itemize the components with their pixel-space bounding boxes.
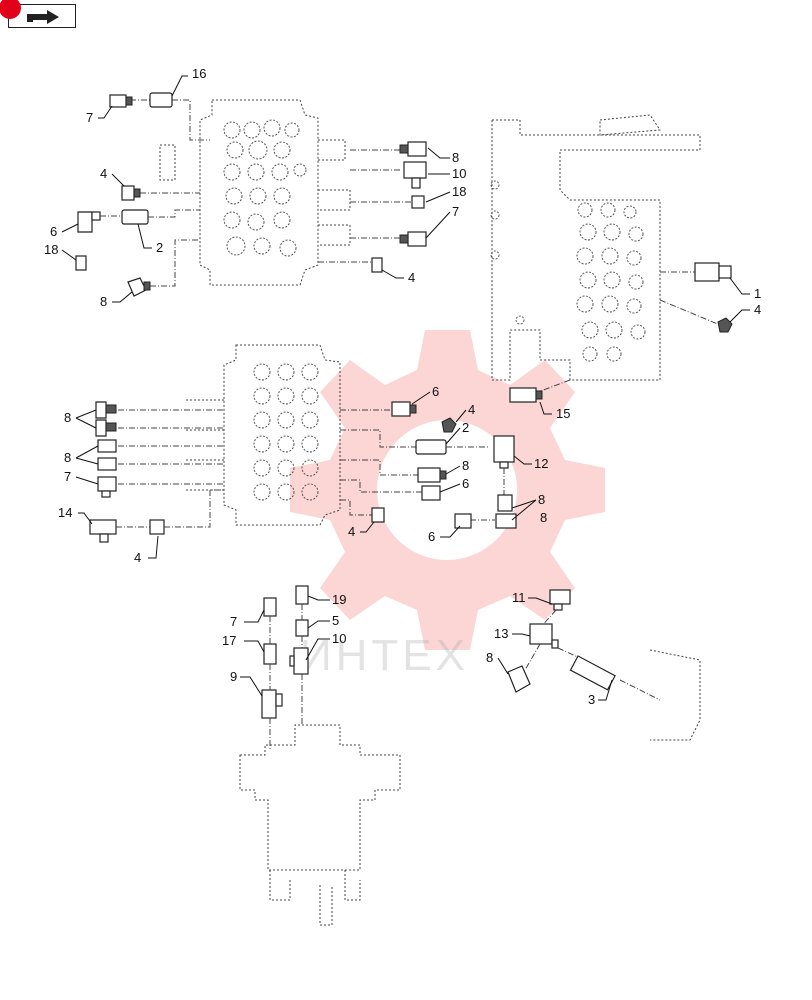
part-4-b (371, 257, 383, 273)
part-3 (569, 655, 616, 691)
part-8-c (95, 401, 117, 419)
part-7-b (399, 231, 427, 247)
callout-6: 6 (428, 529, 435, 544)
part-18-a (75, 255, 87, 271)
part-4-f (371, 507, 385, 523)
callout-18: 18 (44, 242, 58, 257)
callout-19: 19 (332, 592, 346, 607)
bottom-right-assembly (507, 589, 701, 741)
part-7-d (263, 597, 277, 617)
part-19 (295, 585, 309, 605)
callout-11: 11 (512, 590, 526, 605)
leader-lines (61, 75, 750, 701)
callout-8: 8 (64, 450, 71, 465)
callout-7: 7 (64, 469, 71, 484)
part-11 (549, 589, 571, 611)
callout-6: 6 (462, 476, 469, 491)
callout-10: 10 (452, 166, 466, 181)
return-arrow-icon (27, 10, 59, 24)
part-15 (509, 387, 543, 403)
part-13 (529, 623, 559, 649)
part-4-a (121, 185, 141, 201)
callout-4: 4 (348, 524, 355, 539)
callout-17: 17 (222, 633, 236, 648)
part-8-g (417, 467, 447, 483)
part-16 (149, 92, 173, 108)
part-6-a (77, 211, 101, 233)
part-2-a (121, 209, 149, 225)
bottom-assembly (239, 585, 401, 926)
part-18-b (411, 195, 425, 209)
callout-14: 14 (58, 505, 72, 520)
callout-8: 8 (540, 510, 547, 525)
callout-18: 18 (452, 184, 466, 199)
part-6-d (454, 513, 472, 529)
callout-7: 7 (452, 204, 459, 219)
callout-12: 12 (534, 456, 548, 471)
part-8-d (95, 419, 117, 437)
callout-8: 8 (452, 150, 459, 165)
part-7-top (109, 94, 133, 108)
part-8-i (495, 513, 517, 529)
top-left-parts (75, 92, 427, 297)
middle-right-parts (340, 401, 517, 529)
part-8-a (127, 277, 151, 297)
callout-1: 1 (754, 286, 761, 301)
part-4-d (149, 519, 165, 535)
part-10-b (289, 647, 309, 675)
part-8-j (507, 665, 531, 693)
callout-4: 4 (754, 302, 761, 317)
callout-7: 7 (230, 614, 237, 629)
part-8-b (399, 141, 427, 157)
callout-labels: 16 7 8 10 4 18 7 6 2 18 8 4 1 4 15 8 6 4… (44, 66, 761, 707)
callout-4: 4 (100, 166, 107, 181)
callout-13: 13 (494, 626, 508, 641)
valve-body-right (490, 114, 733, 403)
callout-2: 2 (156, 240, 163, 255)
part-6-c (421, 485, 441, 501)
part-8-f (97, 457, 117, 471)
part-8-e (97, 439, 117, 453)
back-to-index-button[interactable] (0, 0, 76, 28)
part-12 (493, 435, 515, 469)
callout-16: 16 (192, 66, 206, 81)
callout-8: 8 (486, 650, 493, 665)
valve-body-top-left (159, 99, 351, 286)
part-9 (261, 689, 283, 719)
part-1 (694, 262, 732, 282)
callout-4: 4 (408, 270, 415, 285)
part-4-e (441, 417, 457, 433)
part-6-b (391, 401, 417, 417)
part-4-c (717, 317, 733, 333)
part-14 (89, 519, 117, 543)
callout-4: 4 (468, 402, 475, 417)
part-5 (295, 619, 309, 637)
part-17 (263, 643, 277, 665)
callout-2: 2 (462, 420, 469, 435)
callout-9: 9 (230, 669, 237, 684)
status-indicator (0, 0, 21, 19)
callout-6: 6 (432, 384, 439, 399)
callout-7: 7 (86, 110, 93, 125)
valve-body-middle (186, 344, 341, 526)
callout-10: 10 (332, 631, 346, 646)
watermark-gear (290, 330, 605, 650)
part-8-h (497, 494, 513, 512)
part-10-a (403, 161, 427, 189)
part-7-c (97, 476, 117, 498)
callout-15: 15 (556, 406, 570, 421)
callout-8: 8 (64, 410, 71, 425)
callout-3: 3 (588, 692, 595, 707)
callout-5: 5 (332, 613, 339, 628)
middle-left-parts (89, 401, 224, 543)
callout-8: 8 (100, 294, 107, 309)
callout-4: 4 (134, 550, 141, 565)
watermark-text: ИНТЕХ (300, 631, 469, 680)
callout-6: 6 (50, 224, 57, 239)
callout-8: 8 (538, 492, 545, 507)
callout-8: 8 (462, 458, 469, 473)
part-2-b (415, 439, 447, 455)
